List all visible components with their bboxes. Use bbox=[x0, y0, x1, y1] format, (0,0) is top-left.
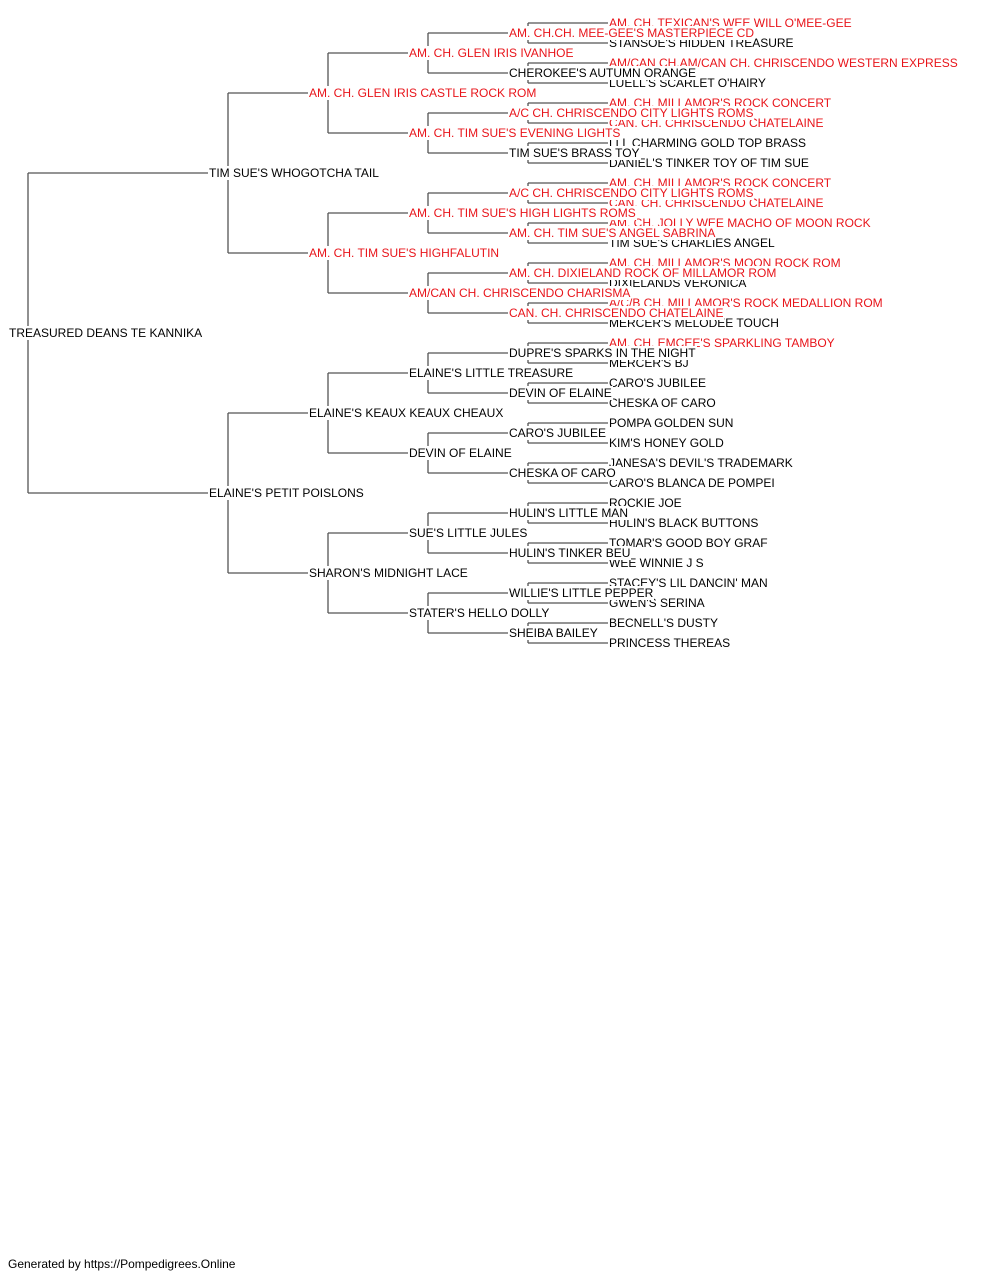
pedigree-entry-gen4: HULIN'S LITTLE MAN bbox=[508, 506, 629, 520]
pedigree-entry-gen5: LLL CHARMING GOLD TOP BRASS bbox=[608, 136, 807, 150]
pedigree-entry-gen4: TIM SUE'S BRASS TOY bbox=[508, 146, 641, 160]
pedigree-entry-gen2: AM. CH. TIM SUE'S HIGHFALUTIN bbox=[308, 246, 501, 260]
pedigree-entry-gen5: JANESA'S DEVIL'S TRADEMARK bbox=[608, 456, 794, 470]
pedigree-entry-gen5: CHESKA OF CARO bbox=[608, 396, 717, 410]
pedigree-entry-gen2: ELAINE'S KEAUX KEAUX CHEAUX bbox=[308, 406, 505, 420]
pedigree-entry-gen3: SUE'S LITTLE JULES bbox=[408, 526, 529, 540]
pedigree-entry-gen2: AM. CH. GLEN IRIS CASTLE ROCK ROM bbox=[308, 86, 538, 100]
pedigree-entry-gen5: DANIEL'S TINKER TOY OF TIM SUE bbox=[608, 156, 810, 170]
pedigree-entry-gen3: STATER'S HELLO DOLLY bbox=[408, 606, 551, 620]
pedigree-entry-gen5: POMPA GOLDEN SUN bbox=[608, 416, 735, 430]
pedigree-entry-gen2: SHARON'S MIDNIGHT LACE bbox=[308, 566, 469, 580]
pedigree-entry-gen3: AM. CH. TIM SUE'S EVENING LIGHTS bbox=[408, 126, 622, 140]
pedigree-entry-gen4: WILLIE'S LITTLE PEPPER bbox=[508, 586, 655, 600]
pedigree-entry-gen4: CARO'S JUBILEE bbox=[508, 426, 607, 440]
pedigree-entry-gen5: PRINCESS THEREAS bbox=[608, 636, 732, 650]
pedigree-entry-gen4: CHEROKEE'S AUTUMN ORANGE bbox=[508, 66, 697, 80]
pedigree-entry-gen5: HULIN'S BLACK BUTTONS bbox=[608, 516, 760, 530]
pedigree-entry-gen1: ELAINE'S PETIT POISLONS bbox=[208, 486, 365, 500]
pedigree-entry-gen4: CHESKA OF CARO bbox=[508, 466, 617, 480]
pedigree-entry-gen5: CARO'S BLANCA DE POMPEI bbox=[608, 476, 776, 490]
footer-credit: Generated by https://Pompedigrees.Online bbox=[8, 1257, 236, 1271]
pedigree-entry-gen5: KIM'S HONEY GOLD bbox=[608, 436, 725, 450]
pedigree-entry-gen4: HULIN'S TINKER BEU bbox=[508, 546, 632, 560]
pedigree-entry-gen4: AM. CH.CH. MEE-GEE'S MASTERPIECE CD bbox=[508, 26, 755, 40]
pedigree-entry-gen1: TIM SUE'S WHOGOTCHA TAIL bbox=[208, 166, 380, 180]
pedigree-entry-gen4: AM. CH. TIM SUE'S ANGEL SABRINA bbox=[508, 226, 717, 240]
pedigree-entry-gen5: CARO'S JUBILEE bbox=[608, 376, 707, 390]
pedigree-entry-gen3: ELAINE'S LITTLE TREASURE bbox=[408, 366, 575, 380]
pedigree-entry-gen5: WEE WINNIE J S bbox=[608, 556, 705, 570]
pedigree-entry-gen4: DEVIN OF ELAINE bbox=[508, 386, 613, 400]
pedigree-entry-gen4: A/C CH. CHRISCENDO CITY LIGHTS ROMS bbox=[508, 106, 755, 120]
pedigree-entry-gen4: CAN. CH. CHRISCENDO CHATELAINE bbox=[508, 306, 725, 320]
pedigree-entry-gen3: AM/CAN CH. CHRISCENDO CHARISMA bbox=[408, 286, 632, 300]
pedigree-entry-gen4: SHEIBA BAILEY bbox=[508, 626, 599, 640]
pedigree-entry-gen5: TOMAR'S GOOD BOY GRAF bbox=[608, 536, 769, 550]
pedigree-entry-gen4: A/C CH. CHRISCENDO CITY LIGHTS ROMS bbox=[508, 186, 755, 200]
pedigree-entry-gen3: AM. CH. GLEN IRIS IVANHOE bbox=[408, 46, 575, 60]
pedigree-entry-gen4: DUPRE'S SPARKS IN THE NIGHT bbox=[508, 346, 697, 360]
pedigree-entry-gen0: TREASURED DEANS TE KANNIKA bbox=[8, 326, 204, 340]
pedigree-entry-gen3: AM. CH. TIM SUE'S HIGH LIGHTS ROMS bbox=[408, 206, 637, 220]
pedigree-entry-gen3: DEVIN OF ELAINE bbox=[408, 446, 513, 460]
pedigree-entry-gen5: BECNELL'S DUSTY bbox=[608, 616, 719, 630]
pedigree-entry-gen4: AM. CH. DIXIELAND ROCK OF MILLAMOR ROM bbox=[508, 266, 778, 280]
